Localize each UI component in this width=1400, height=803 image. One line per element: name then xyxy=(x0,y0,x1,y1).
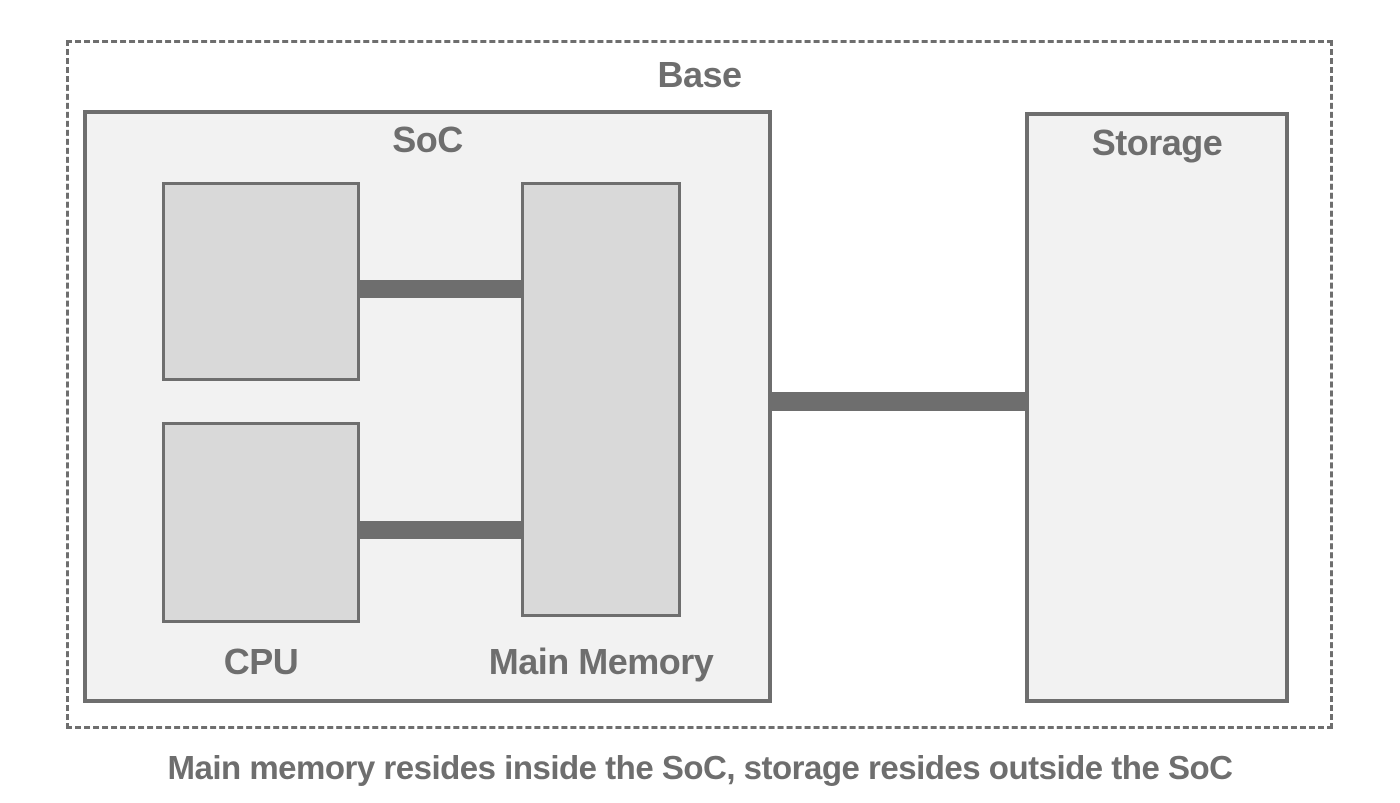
main-memory-label: Main Memory xyxy=(488,641,714,682)
soc-label: SoC xyxy=(392,119,463,160)
main-memory-block xyxy=(521,182,681,617)
storage-label: Storage xyxy=(1091,122,1223,163)
bus-connector-soc-to-storage xyxy=(770,392,1028,411)
base-label: Base xyxy=(657,54,742,95)
base-container-box xyxy=(66,40,1333,729)
storage-box xyxy=(1025,112,1289,703)
soc-unlabeled-block xyxy=(162,182,360,381)
cpu-block xyxy=(162,422,360,623)
bus-connector-top-block-to-memory xyxy=(357,280,524,298)
cpu-label: CPU xyxy=(223,641,299,682)
bus-connector-cpu-to-memory xyxy=(357,521,524,539)
diagram-caption: Main memory resides inside the SoC, stor… xyxy=(167,749,1233,786)
